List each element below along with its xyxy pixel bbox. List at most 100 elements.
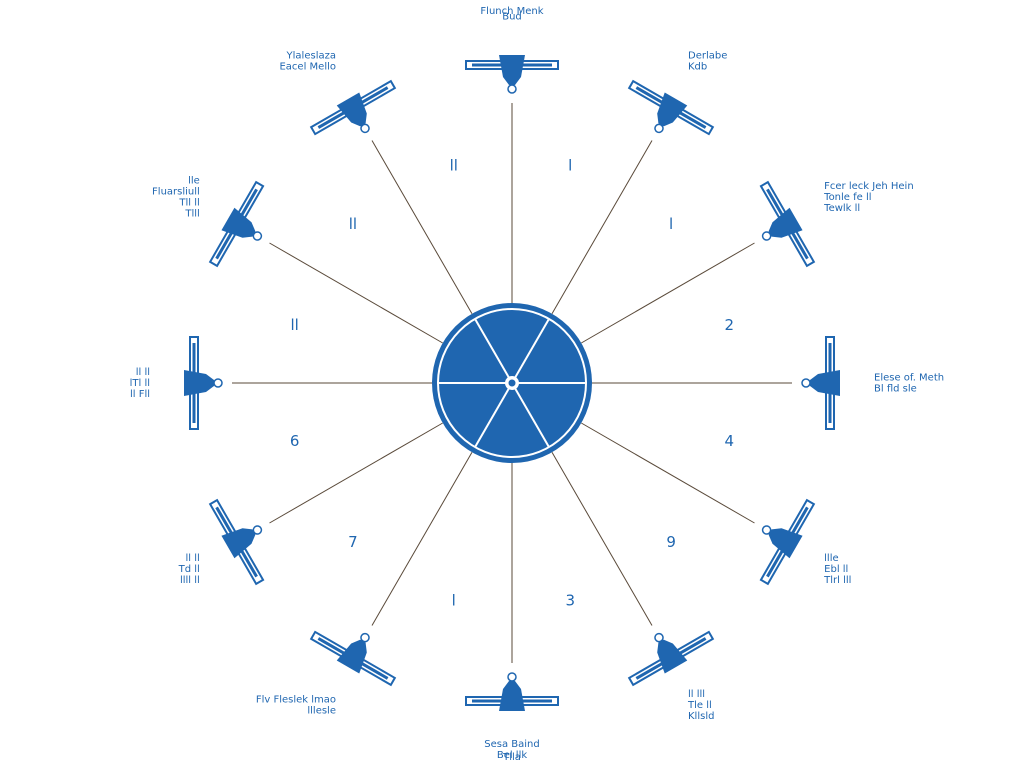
station-label-line: Bud (502, 12, 522, 23)
station-label-line: Elese of. Meth (874, 373, 944, 384)
station-label-line: Tlrl lll (823, 575, 851, 586)
station-label-line: Tonle fe ll (823, 192, 871, 203)
station-label-line: ll ll (136, 367, 150, 378)
satellite-antenna (360, 123, 370, 134)
station-label-line: Tle ll (687, 700, 712, 711)
sector-number: 6 (290, 432, 300, 450)
station-label-line: Tlla (502, 752, 521, 763)
satellite-body (768, 207, 803, 238)
spoke-line-upper-right (551, 140, 653, 314)
spoke-line-left-lower (269, 422, 443, 524)
spoke-line-lower-left (371, 452, 473, 626)
station-label-line: lle (188, 176, 200, 187)
station-label-line: Kllsld (688, 711, 714, 722)
satellite-antenna (654, 632, 664, 643)
satellite-body (221, 207, 256, 238)
hub-sector-divider (511, 382, 550, 448)
satellite-icon-right (801, 336, 840, 430)
satellite-antenna (654, 123, 664, 134)
sector-number: l (452, 591, 456, 609)
station-label-line: Tewlk ll (823, 203, 860, 214)
satellite-icon-lower-left (309, 630, 397, 687)
satellite-body (499, 55, 525, 85)
satellite-antenna (360, 632, 370, 643)
satellite-icon-upper-left (309, 79, 397, 136)
hub-core-dot (508, 379, 516, 387)
spoke-line-upper-left (371, 140, 473, 314)
station-label-line: Kdb (688, 61, 707, 72)
satellite-icon-left-upper (208, 180, 265, 268)
satellite-antenna (761, 525, 772, 535)
station-label-line: Tll ll (178, 198, 199, 209)
station-label-line: Sesa Baind (484, 739, 539, 750)
satellite-antenna (801, 378, 811, 388)
station-label-line: lllesle (307, 706, 336, 717)
spoke-line-right-lower (581, 422, 755, 524)
satellite-body (184, 370, 214, 396)
station-label-line: ll Fll (130, 389, 150, 400)
satellite-icon-right-upper (759, 180, 816, 268)
station-label-line: llle (824, 553, 839, 564)
satellite-icon-left-lower (208, 498, 265, 586)
sector-number: ll (450, 157, 458, 175)
hub-sector-divider (474, 318, 513, 384)
satellite-body (657, 92, 688, 127)
station-label-line: Derlabe (688, 50, 727, 61)
satellite-icon-right-lower (759, 498, 816, 586)
station-label-line: llll ll (180, 575, 200, 586)
hub-sector-divider (474, 382, 513, 448)
station-label-line: Ebl ll (824, 564, 848, 575)
station-label-line: Eacel Mello (279, 61, 336, 72)
station-label-line: ll ll (186, 553, 200, 564)
sector-number: l (669, 215, 673, 233)
station-label-line: lTl ll (130, 378, 150, 389)
satellite-body (221, 528, 256, 559)
satellite-icon-bottom (465, 672, 559, 711)
sector-number: 9 (666, 533, 676, 551)
satellite-icon-top (465, 55, 559, 94)
sector-number: 7 (348, 533, 358, 551)
spoke-line-lower-right (551, 452, 653, 626)
satellite-icon-lower-right (627, 630, 715, 687)
spokes (232, 103, 792, 663)
spoke-line-left-upper (269, 242, 443, 344)
station-label-line: Flunch Menk (480, 6, 543, 17)
station-label-line: Ylaleslaza (286, 50, 336, 61)
station-label-line: Flv Fleslek lmao (256, 695, 336, 706)
spoke-line-right-upper (581, 242, 755, 344)
satellite-body (810, 370, 840, 396)
satellite-icon-left (184, 336, 223, 430)
station-label-top: Flunch MenkBud (480, 6, 543, 23)
satellite-icon-upper-right (627, 79, 715, 136)
hub-sector-divider (511, 318, 550, 384)
sector-number: ll (290, 316, 298, 334)
sector-number: l (568, 157, 572, 175)
station-label-line: Fluarsliull (152, 187, 200, 198)
satellite-antenna (507, 672, 517, 682)
satellite-antenna (507, 84, 517, 94)
satellite-body (336, 92, 367, 127)
station-label-line: Bel llk (497, 750, 528, 761)
satellite-antenna (213, 378, 223, 388)
sector-number: ll (349, 215, 357, 233)
satellite-body (336, 639, 367, 674)
station-label-line: ll lll (688, 689, 705, 700)
satellite-antenna (252, 525, 263, 535)
sector-number: 2 (725, 316, 735, 334)
satellite-antenna (252, 231, 263, 241)
sector-number: 4 (725, 432, 735, 450)
sector-number: 3 (565, 591, 575, 609)
